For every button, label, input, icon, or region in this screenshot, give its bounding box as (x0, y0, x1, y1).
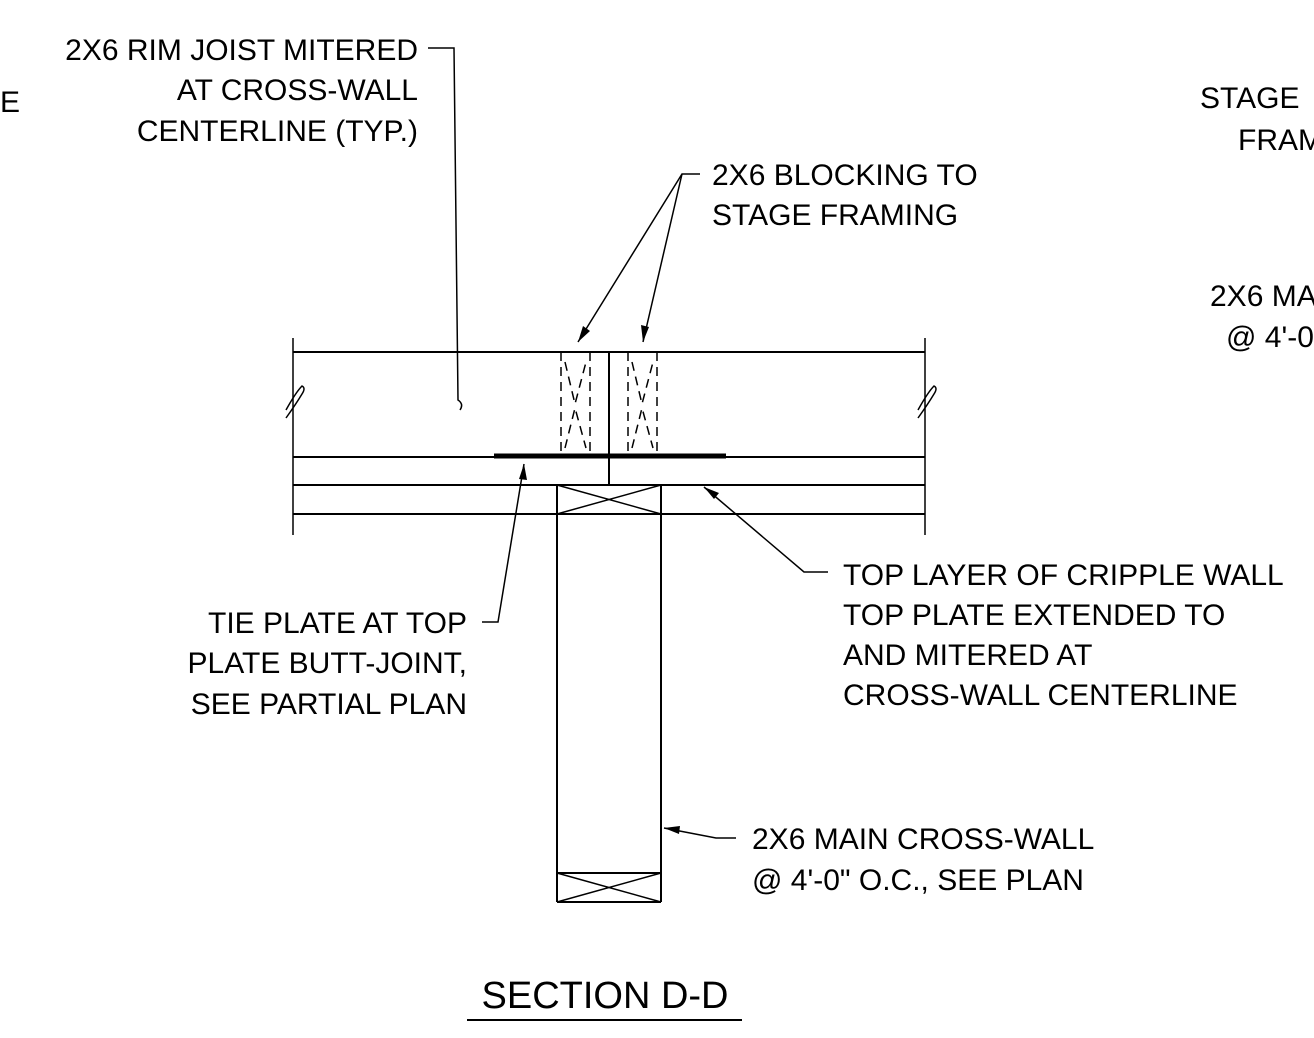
break-mark-left (285, 385, 305, 419)
svg-text:TOP LAYER OF CRIPPLE WALL: TOP LAYER OF CRIPPLE WALL (843, 559, 1284, 592)
leader-top-layer (703, 486, 828, 573)
note-tie-plate: TIE PLATE AT TOP PLATE BUTT-JOINT, SEE P… (188, 463, 527, 721)
svg-text:TIE PLATE AT TOP: TIE PLATE AT TOP (208, 607, 467, 640)
svg-text:PLATE BUTT-JOINT,: PLATE BUTT-JOINT, (188, 647, 467, 680)
svg-text:STAGE: STAGE (1200, 82, 1299, 115)
svg-text:CENTERLINE (TYP.): CENTERLINE (TYP.) (137, 115, 418, 148)
arrowhead-blocking-left (578, 326, 590, 342)
cutoff-right-top-note: STAGE FRAM (1200, 82, 1314, 157)
note-top-layer: TOP LAYER OF CRIPPLE WALL TOP PLATE EXTE… (703, 486, 1284, 712)
blocking-left (560, 352, 591, 457)
svg-text:SECTION D-D: SECTION D-D (482, 975, 729, 1017)
arrowhead-main-cross-wall (664, 826, 680, 834)
leader-tie-plate (482, 463, 525, 623)
rim-joist (285, 338, 937, 535)
note-main-cross-wall: 2X6 MAIN CROSS-WALL @ 4'-0" O.C., SEE PL… (663, 823, 1094, 897)
svg-text:2X6 MAIN CROSS-WALL: 2X6 MAIN CROSS-WALL (752, 823, 1094, 856)
svg-text:2X6 RIM JOIST MITERED: 2X6 RIM JOIST MITERED (65, 34, 418, 67)
arrowhead-blocking-right (641, 325, 649, 342)
arrowhead-top-layer (704, 487, 719, 499)
blocking-right (627, 352, 658, 457)
svg-text:AT CROSS-WALL: AT CROSS-WALL (177, 74, 418, 107)
section-title: SECTION D-D (467, 975, 742, 1021)
note-blocking: 2X6 BLOCKING TO STAGE FRAMING (577, 159, 978, 343)
cutoff-left-text: E (0, 86, 20, 119)
svg-text:2X6 BLOCKING TO: 2X6 BLOCKING TO (712, 159, 978, 192)
leader-blocking (577, 173, 700, 343)
svg-text:FRAM: FRAM (1238, 124, 1314, 157)
svg-text:@ 4'-0: @ 4'-0 (1226, 321, 1314, 354)
svg-text:STAGE FRAMING: STAGE FRAMING (712, 199, 958, 232)
svg-text:@ 4'-0" O.C., SEE PLAN: @ 4'-0" O.C., SEE PLAN (752, 864, 1084, 897)
break-mark-right (917, 385, 937, 419)
svg-text:SEE PARTIAL PLAN: SEE PARTIAL PLAN (191, 688, 467, 721)
leader-main-cross-wall (663, 827, 736, 839)
cripple-wall-top-plates (293, 484, 925, 515)
svg-text:2X6 MA: 2X6 MA (1210, 280, 1314, 313)
svg-text:TOP PLATE EXTENDED TO: TOP PLATE EXTENDED TO (843, 599, 1225, 632)
svg-text:AND MITERED AT: AND MITERED AT (843, 639, 1092, 672)
svg-text:CROSS-WALL CENTERLINE: CROSS-WALL CENTERLINE (843, 679, 1238, 712)
arrowhead-tie-plate (519, 464, 527, 480)
leader-rim-joist (428, 47, 463, 411)
main-cross-wall (556, 484, 662, 903)
note-rim-joist: 2X6 RIM JOIST MITERED AT CROSS-WALL CENT… (65, 34, 463, 411)
cutoff-right-mid-note: 2X6 MA @ 4'-0 (1210, 280, 1314, 354)
